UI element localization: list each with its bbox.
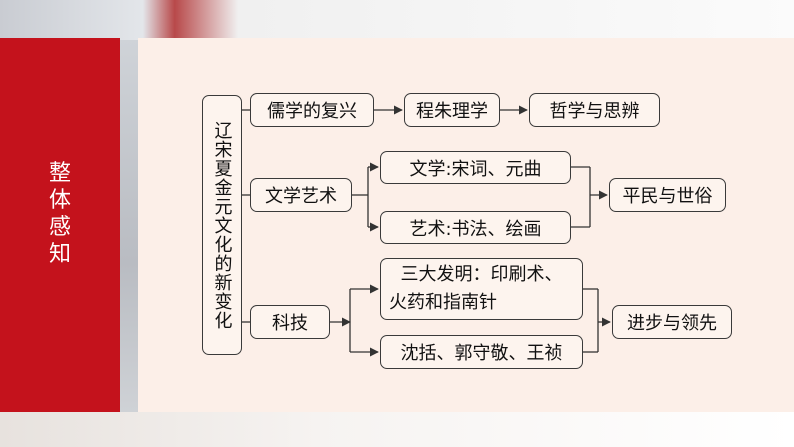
node-art-label: 艺术:书法、绘画 (409, 218, 542, 240)
node-literature: 文学:宋词、元曲 (380, 151, 571, 184)
node-philosophy: 哲学与思辨 (529, 93, 660, 127)
node-neo-confucianism: 程朱理学 (404, 93, 500, 127)
node-inventions-line1: 三大发明：印刷术、 (400, 264, 563, 285)
node-scientists-label: 沈括、郭守敬、王祯 (400, 343, 563, 364)
background-photo-top (0, 0, 794, 40)
node-inventions-line2: 火药和指南针 (389, 292, 497, 313)
node-scientists: 沈括、郭守敬、王祯 (380, 335, 583, 369)
node-neo-confucianism-label: 程朱理学 (416, 101, 488, 122)
node-technology-label: 科技 (272, 313, 308, 334)
node-commoner-label: 平民与世俗 (622, 186, 713, 207)
node-technology: 科技 (250, 305, 330, 339)
node-art: 艺术:书法、绘画 (380, 211, 571, 244)
node-commoner: 平民与世俗 (609, 178, 726, 212)
node-inventions: 三大发明：印刷术、 火药和指南针 (380, 258, 583, 320)
section-title: 整体感知 (48, 161, 71, 267)
node-confucian-revival-label: 儒学的复兴 (267, 101, 357, 122)
node-literature-art: 文学艺术 (250, 178, 352, 212)
node-philosophy-label: 哲学与思辨 (549, 101, 640, 122)
root-node: 辽宋夏金元文化的新变化 (202, 95, 242, 355)
node-literature-art-label: 文学艺术 (265, 186, 337, 207)
bottom-strip (0, 412, 794, 447)
node-confucian-revival: 儒学的复兴 (250, 93, 374, 127)
node-progress: 进步与领先 (612, 305, 732, 339)
node-progress-label: 进步与领先 (627, 313, 717, 334)
node-literature-label: 文学:宋词、元曲 (409, 158, 542, 180)
section-label-block (0, 38, 120, 412)
root-node-label: 辽宋夏金元文化的新变化 (211, 120, 233, 330)
